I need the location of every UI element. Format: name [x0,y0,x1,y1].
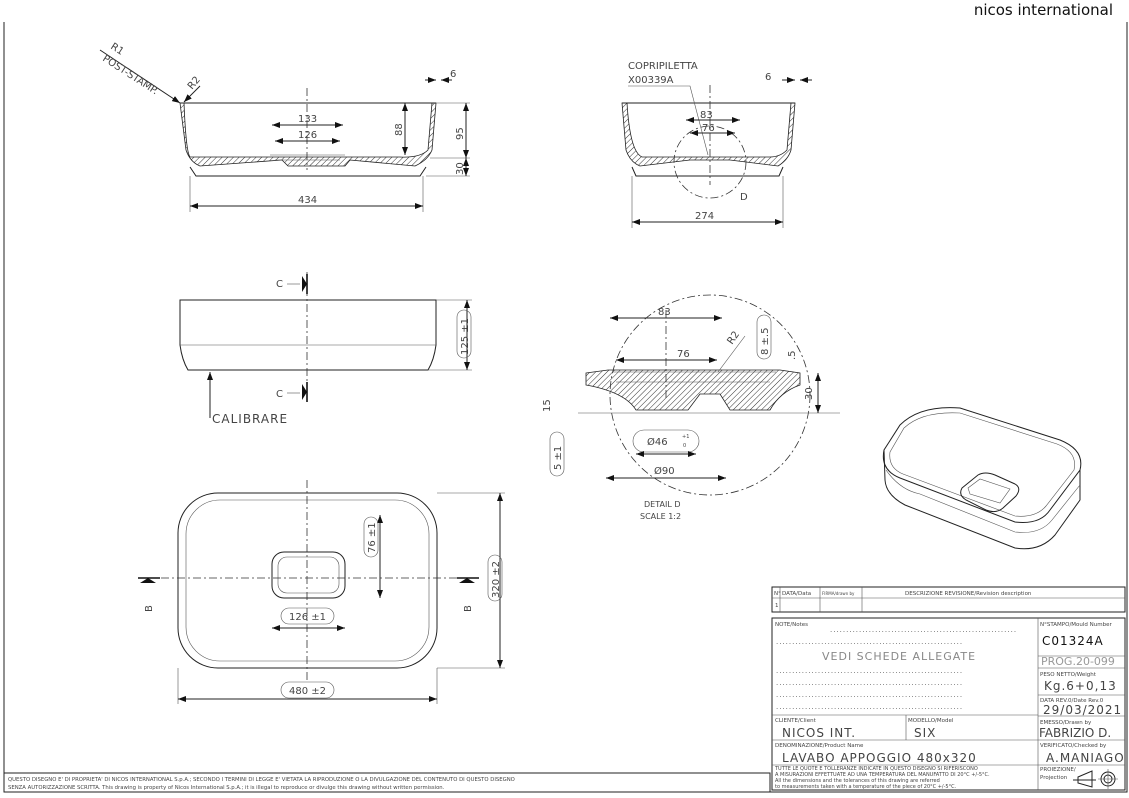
rev-header-date: DATA/Data [782,591,811,597]
detail-dim-46: Ø46 [647,436,668,448]
checked-by-label: VERIFICATO/Checked by [1040,743,1107,749]
drawn-by-label: EMESSO/Drawn by [1040,720,1092,726]
rev-header-description: DESCRIZIONE REVISIONE/Revision descripti… [905,591,1032,597]
product-name-value: LAVABO APPOGGIO 480x320 [782,751,977,765]
disclaimer-line-2: SENZA AUTORIZZAZIONE SCRITTA. This drawi… [8,785,445,791]
copripiletta-code: X00339A [628,75,674,86]
disclaimer-line-1: QUESTO DISEGNO E' DI PROPRIETA' DI NICOS… [8,777,515,783]
notes-dots-6: ........................................… [776,703,963,711]
notes-dots-1: ........................................… [830,626,1017,634]
drawn-by-value: FABRIZIO D. [1039,726,1111,740]
notes-label: NOTE/Notes [775,622,808,628]
section-b-left: B [144,605,155,612]
tolerance-note-it-1: TUTTE LE QUOTE E TOLLERANZE INDICATE IN … [774,766,978,772]
plan-dim-320: 320 ±2 [491,561,502,598]
projection-label-en: Projection [1040,775,1068,781]
dim-133: 133 [298,114,317,125]
tolerance-note-en-1: All the dimensions and the tolerances of… [775,778,940,784]
elevation-view: C C 125 ±1 CALIBRARE [179,272,472,426]
dim-95: 95 [455,127,466,140]
post-stamp-label: POST-STAMP. [100,53,160,97]
product-name-label: DENOMINAZIONE/Product Name [775,743,864,749]
plan-dim-480: 480 ±2 [289,686,326,697]
detail-scale: SCALE 1:2 [640,512,681,521]
notes-dots-3: ........................................… [776,667,963,675]
dim-126: 126 [298,130,317,141]
plan-dim-76: 76 ±1 [367,522,378,553]
title-block: N° DATA/Data FIRMA/drawn by DESCRIZIONE … [771,586,1126,791]
projection-symbol-icon [1073,769,1118,789]
dim-88: 88 [394,123,405,136]
detail-d-view: 83 76 R2 8 ±.5 .5 30 15 5 ±1 Ø46 +1 0 Ø9… [542,294,840,521]
detail-d-marker: D [740,192,748,203]
detail-dim-15: 15 [542,399,553,412]
dim-30: 30 [455,162,466,175]
prog-number: PROG.20-099 [1041,655,1115,668]
dim-434: 434 [298,195,317,206]
weight-value: Kg.6+0,13 [1044,679,1117,693]
detail-dim-83: 83 [658,307,671,318]
drawing-frame [3,22,1128,793]
notes-dots-5: ........................................… [776,691,963,699]
front-section-view: R1 POST-STAMP. R2 6 133 126 88 95 30 434 [99,41,470,212]
checked-by-value: A.MANIAGO [1046,751,1125,765]
section-b-right: B [463,605,474,612]
side-dim-83: 83 [700,110,713,121]
calibrare-label: CALIBRARE [212,412,288,426]
rev-header-drawn: FIRMA/drawn by [822,591,855,596]
plan-dim-126: 126 ±1 [289,612,326,623]
detail-dim-05: .5 [787,350,798,360]
dim-274: 274 [695,211,714,222]
tolerance-note-en-2: to measurements taken with a temperature… [775,784,957,790]
date-value: 29/03/2021 [1043,703,1122,717]
rim-dim: 6 [450,69,456,80]
detail-dim-8: 8 ±.5 [760,328,771,355]
detail-dim-90: Ø90 [654,465,675,477]
side-section-view: D COPRIPILETTA X00339A 6 83 76 274 [621,61,812,228]
detail-dim-46-tol-low: 0 [683,443,686,449]
copyright-disclaimer: QUESTO DISEGNO E' DI PROPRIETA' DI NICOS… [3,772,771,793]
projection-label: PROIEZIONE/ [1040,767,1076,773]
model-label: MODELLO/Model [908,718,954,724]
detail-dim-30: 30 [804,387,815,400]
side-rim-dim: 6 [765,72,771,83]
rev-row-number: 1 [775,603,779,609]
tolerance-note-it-2: A MISURAZIONI EFFETTUATE AD UNA TEMPERAT… [775,772,990,778]
client-label: CLIENTE/Client [775,718,817,724]
plan-view: B B 76 ±1 320 ±2 126 ±1 480 ±2 [138,480,505,704]
brand-logo: nicos international [974,1,1113,19]
section-c-bottom: C [276,389,283,400]
mould-number-label: N°STAMPO/Mould Number [1040,622,1112,628]
detail-dim-5: 5 ±1 [553,446,564,470]
detail-r2: R2 [725,330,742,347]
side-dim-76: 76 [702,123,715,134]
section-c-top: C [276,279,283,290]
notes-dots-2: ........................................… [776,638,963,646]
rev-header-no: N° [774,591,781,597]
r2-label: R2 [186,75,203,92]
mould-number: C01324A [1042,634,1104,648]
copripiletta-label: COPRIPILETTA [628,61,698,72]
notes-dots-4: ........................................… [776,679,963,687]
detail-title: DETAIL D [644,500,680,509]
model-value: SIX [914,726,936,740]
dim-125: 125 ±1 [460,318,471,355]
notes-text: VEDI SCHEDE ALLEGATE [822,650,976,663]
date-label: DATA REV.0/Date Rev.0 [1040,698,1104,704]
isometric-view [882,407,1082,550]
detail-dim-76: 76 [677,349,690,360]
client-value: NICOS INT. [782,726,856,740]
detail-dim-46-tol-up: +1 [682,434,689,440]
weight-label: PESO NETTO/Weight [1040,672,1097,678]
